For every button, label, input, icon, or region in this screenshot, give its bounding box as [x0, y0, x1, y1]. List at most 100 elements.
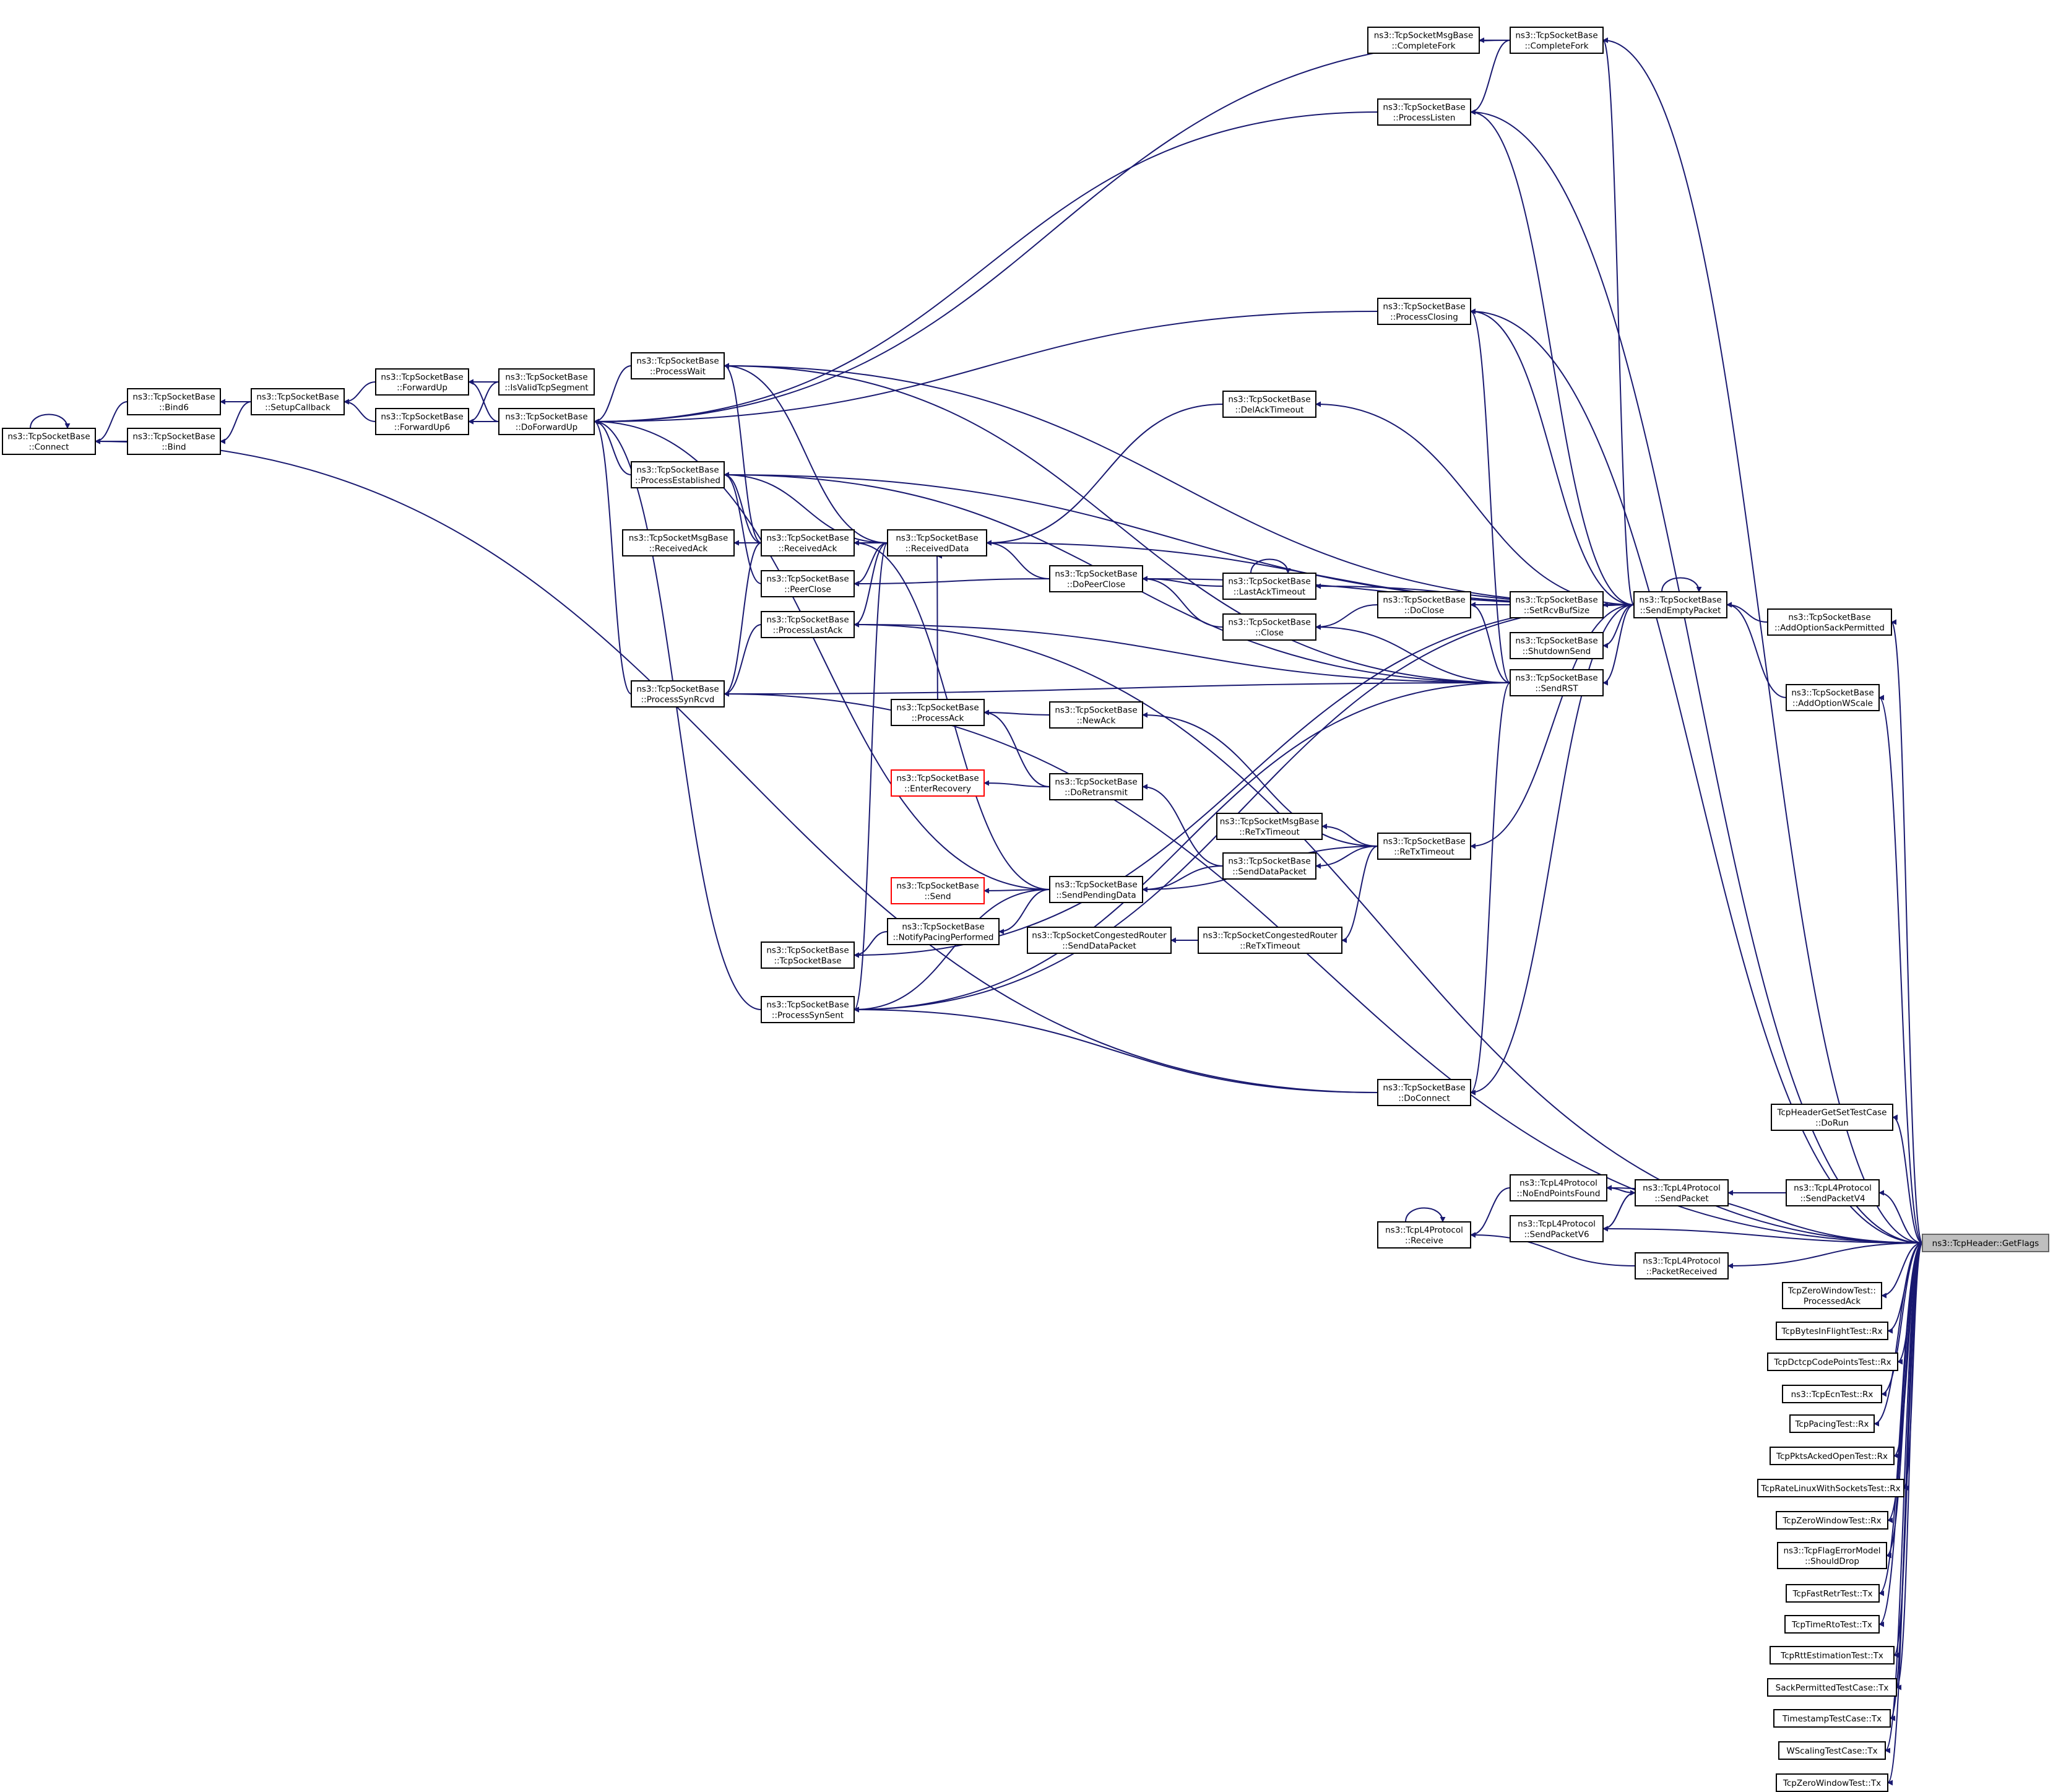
node-isvalid[interactable]: ns3::TcpSocketBase::IsValidTcpSegment [498, 368, 595, 396]
node-lastackto[interactable]: ns3::TcpSocketBase::LastAckTimeout [1222, 573, 1316, 600]
node-box [1222, 391, 1316, 418]
node-zwpa[interactable]: TcpZeroWindowTest::ProcessedAck [1782, 1282, 1882, 1309]
node-t14[interactable]: WScalingTestCase::Tx [1778, 1741, 1886, 1760]
node-label: ns3::TcpHeader::GetFlags [1932, 1239, 2039, 1249]
node-cfork[interactable]: ns3::TcpSocketBase::CompleteFork [1510, 27, 1604, 54]
edge-addsack-target [1891, 619, 1923, 1244]
edge-shutsend-sendempty [1602, 604, 1635, 649]
node-msgretx[interactable]: ns3::TcpSocketMsgBase::ReTxTimeout [1216, 813, 1323, 840]
node-label: ::DoForwardUp [516, 423, 578, 433]
node-label: ns3::TcpSocketBase [636, 465, 719, 475]
node-pwait[interactable]: ns3::TcpSocketBase::ProcessWait [631, 352, 725, 379]
edge-rdata-procack [936, 555, 943, 700]
node-t6[interactable]: TcpRateLinuxWithSocketsTest::Rx [1757, 1479, 1904, 1497]
node-procack[interactable]: ns3::TcpSocketBase::ProcessAck [891, 699, 985, 726]
node-close[interactable]: ns3::TcpSocketBase::Close [1222, 613, 1316, 641]
node-t11[interactable]: TcpRttEstimationTest::Tx [1770, 1646, 1895, 1664]
node-rdata[interactable]: ns3::TcpSocketBase::ReceivedData [887, 529, 987, 556]
edge-tcpsb-notifypace [854, 931, 888, 958]
edge-t8-target [1886, 1242, 1923, 1559]
node-setrcv[interactable]: ns3::TcpSocketBase::SetRcvBufSize [1510, 591, 1604, 618]
node-pclosing[interactable]: ns3::TcpSocketBase::ProcessClosing [1377, 298, 1471, 325]
node-label: ns3::TcpSocketBase [1788, 613, 1870, 623]
node-congsend[interactable]: ns3::TcpSocketCongestedRouter::SendDataP… [1027, 927, 1172, 954]
node-bind6[interactable]: ns3::TcpSocketBase::Bind6 [127, 388, 221, 415]
node-t7[interactable]: TcpZeroWindowTest::Rx [1776, 1511, 1888, 1530]
node-psynsent[interactable]: ns3::TcpSocketBase::ProcessSynSent [761, 996, 855, 1023]
node-plastack[interactable]: ns3::TcpSocketBase::ProcessLastAck [761, 611, 855, 638]
node-sendpkt[interactable]: ns3::TcpL4Protocol::SendPacket [1635, 1179, 1729, 1206]
node-doretx[interactable]: ns3::TcpSocketBase::DoRetransmit [1049, 773, 1143, 800]
node-t15[interactable]: TcpZeroWindowTest::Tx [1776, 1773, 1888, 1792]
node-senddatapkt[interactable]: ns3::TcpSocketBase::SendDataPacket [1222, 852, 1316, 880]
edge-plisten-cfork [1470, 40, 1511, 115]
node-fwdup[interactable]: ns3::TcpSocketBase::ForwardUp [375, 368, 469, 396]
edge-hdrtest-target [1892, 1114, 1923, 1244]
node-connect[interactable]: ns3::TcpSocketBase::Connect [2, 428, 96, 455]
node-box [1027, 927, 1172, 954]
node-msgcfork[interactable]: ns3::TcpSocketMsgBase::CompleteFork [1367, 27, 1480, 54]
node-doconnect[interactable]: ns3::TcpSocketBase::DoConnect [1377, 1079, 1471, 1106]
node-t4[interactable]: TcpPacingTest::Rx [1789, 1414, 1875, 1433]
node-shutsend[interactable]: ns3::TcpSocketBase::ShutdownSend [1510, 632, 1604, 659]
node-setupcb[interactable]: ns3::TcpSocketBase::SetupCallback [251, 388, 345, 415]
node-box [1510, 27, 1604, 54]
node-dofwd[interactable]: ns3::TcpSocketBase::DoForwardUp [498, 408, 595, 435]
node-congretx[interactable]: ns3::TcpSocketCongestedRouter::ReTxTimeo… [1198, 927, 1342, 954]
node-doclose[interactable]: ns3::TcpSocketBase::DoClose [1377, 591, 1471, 618]
node-label: ns3::TcpSocketBase [1383, 1083, 1465, 1093]
node-box [498, 408, 595, 435]
node-sendempty[interactable]: ns3::TcpSocketBase::SendEmptyPacket [1633, 591, 1727, 618]
node-psynrcvd[interactable]: ns3::TcpSocketBase::ProcessSynRcvd [631, 680, 725, 708]
node-fwdup6[interactable]: ns3::TcpSocketBase::ForwardUp6 [375, 408, 469, 435]
node-t2[interactable]: TcpDctcpCodePointsTest::Rx [1767, 1353, 1898, 1371]
node-box [1216, 813, 1323, 840]
node-hdrtest[interactable]: TcpHeaderGetSetTestCase::DoRun [1771, 1104, 1893, 1131]
node-box [1922, 1234, 2049, 1252]
node-sendred[interactable]: ns3::TcpSocketBase::Send [891, 877, 985, 904]
node-addsack[interactable]: ns3::TcpSocketBase::AddOptionSackPermitt… [1767, 608, 1892, 636]
node-tcpsb[interactable]: ns3::TcpSocketBase::TcpSocketBase [761, 941, 855, 969]
node-notifypace[interactable]: ns3::TcpSocketBase::NotifyPacingPerforme… [887, 918, 1000, 945]
node-retx[interactable]: ns3::TcpSocketBase::ReTxTimeout [1377, 833, 1471, 860]
node-label: ns3::TcpSocketCongestedRouter [1203, 931, 1338, 941]
node-rack[interactable]: ns3::TcpSocketBase::ReceivedAck [761, 529, 855, 556]
node-t3[interactable]: ns3::TcpEcnTest::Rx [1782, 1385, 1882, 1403]
node-delack[interactable]: ns3::TcpSocketBase::DelAckTimeout [1222, 391, 1316, 418]
node-spdata[interactable]: ns3::TcpSocketBase::SendPendingData [1049, 876, 1143, 903]
node-t8[interactable]: ns3::TcpFlagErrorModel::ShouldDrop [1777, 1542, 1887, 1569]
node-noendpts[interactable]: ns3::TcpL4Protocol::NoEndPointsFound [1510, 1174, 1607, 1201]
node-peerclose[interactable]: ns3::TcpSocketBase::PeerClose [761, 570, 855, 597]
node-l4receive[interactable]: ns3::TcpL4Protocol::Receive [1377, 1221, 1471, 1249]
node-pestab[interactable]: ns3::TcpSocketBase::ProcessEstablished [631, 461, 725, 488]
node-label: ns3::TcpSocketBase [1383, 103, 1465, 113]
node-addws[interactable]: ns3::TcpSocketBase::AddOptionWScale [1786, 684, 1880, 711]
node-dopeerclose[interactable]: ns3::TcpSocketBase::DoPeerClose [1049, 565, 1143, 592]
node-t10[interactable]: TcpTimeRtoTest::Tx [1784, 1615, 1880, 1634]
node-sendpktv4[interactable]: ns3::TcpL4Protocol::SendPacketV4 [1786, 1179, 1880, 1206]
node-label: ns3::TcpSocketBase [505, 412, 587, 422]
node-box [1782, 1385, 1882, 1403]
node-enterrec[interactable]: ns3::TcpSocketBase::EnterRecovery [891, 769, 985, 797]
node-box [1049, 565, 1143, 592]
node-label: ::SendDataPacket [1062, 941, 1136, 951]
node-t12[interactable]: SackPermittedTestCase::Tx [1767, 1678, 1897, 1697]
node-t13[interactable]: TimestampTestCase::Tx [1773, 1709, 1891, 1728]
node-plisten[interactable]: ns3::TcpSocketBase::ProcessListen [1377, 98, 1471, 126]
node-box [1770, 1646, 1895, 1664]
node-t1[interactable]: TcpBytesInFlightTest::Rx [1776, 1322, 1888, 1340]
edge-plisten-target [1470, 109, 1923, 1244]
node-msgrack[interactable]: ns3::TcpSocketMsgBase::ReceivedAck [622, 529, 735, 556]
node-newack[interactable]: ns3::TcpSocketBase::NewAck [1049, 701, 1143, 729]
node-label: ::ReceivedAck [649, 544, 708, 554]
edge-psynsent-rdata [854, 542, 888, 1013]
node-sendpktv6[interactable]: ns3::TcpL4Protocol::SendPacketV6 [1510, 1215, 1604, 1242]
node-t5[interactable]: TcpPktsAckedOpenTest::Rx [1770, 1447, 1895, 1465]
node-label: TcpZeroWindowTest::Rx [1782, 1516, 1881, 1526]
edge-dofwd-cfork [594, 40, 1511, 425]
node-sendrst[interactable]: ns3::TcpSocketBase::SendRST [1510, 669, 1604, 696]
node-target[interactable]: ns3::TcpHeader::GetFlags [1922, 1234, 2049, 1252]
node-pktrecv[interactable]: ns3::TcpL4Protocol::PacketReceived [1635, 1252, 1729, 1279]
node-bind[interactable]: ns3::TcpSocketBase::Bind [127, 428, 221, 455]
node-t9[interactable]: TcpFastRetrTest::Tx [1786, 1584, 1880, 1603]
